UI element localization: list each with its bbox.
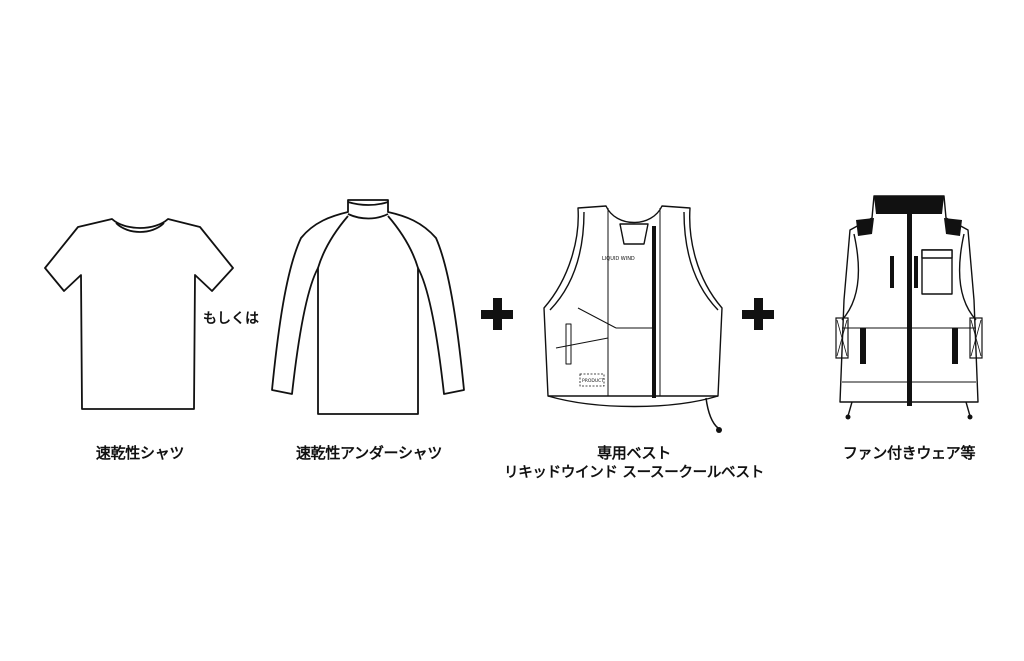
label-vest-line2: リキッドウインド スースークールベスト	[504, 465, 764, 481]
label-undershirt: 速乾性アンダーシャツ	[295, 444, 443, 462]
cooling-vest-icon: LIQUID WIND PRODUCT	[543, 205, 723, 433]
tshirt-icon	[44, 218, 234, 410]
fan-vest-icon	[835, 195, 983, 420]
label-vest-line1: 専用ベスト	[597, 444, 671, 462]
label-fan-wear: ファン付きウェア等	[842, 444, 976, 462]
connector-or: もしくは	[203, 311, 259, 327]
plus-icon-2	[742, 298, 774, 330]
plus-icon-1	[481, 298, 513, 330]
svg-text:LIQUID WIND: LIQUID WIND	[602, 256, 635, 262]
label-tshirt: 速乾性シャツ	[95, 444, 185, 462]
long-sleeve-undershirt-icon	[271, 199, 465, 415]
svg-text:PRODUCT: PRODUCT	[582, 378, 604, 384]
